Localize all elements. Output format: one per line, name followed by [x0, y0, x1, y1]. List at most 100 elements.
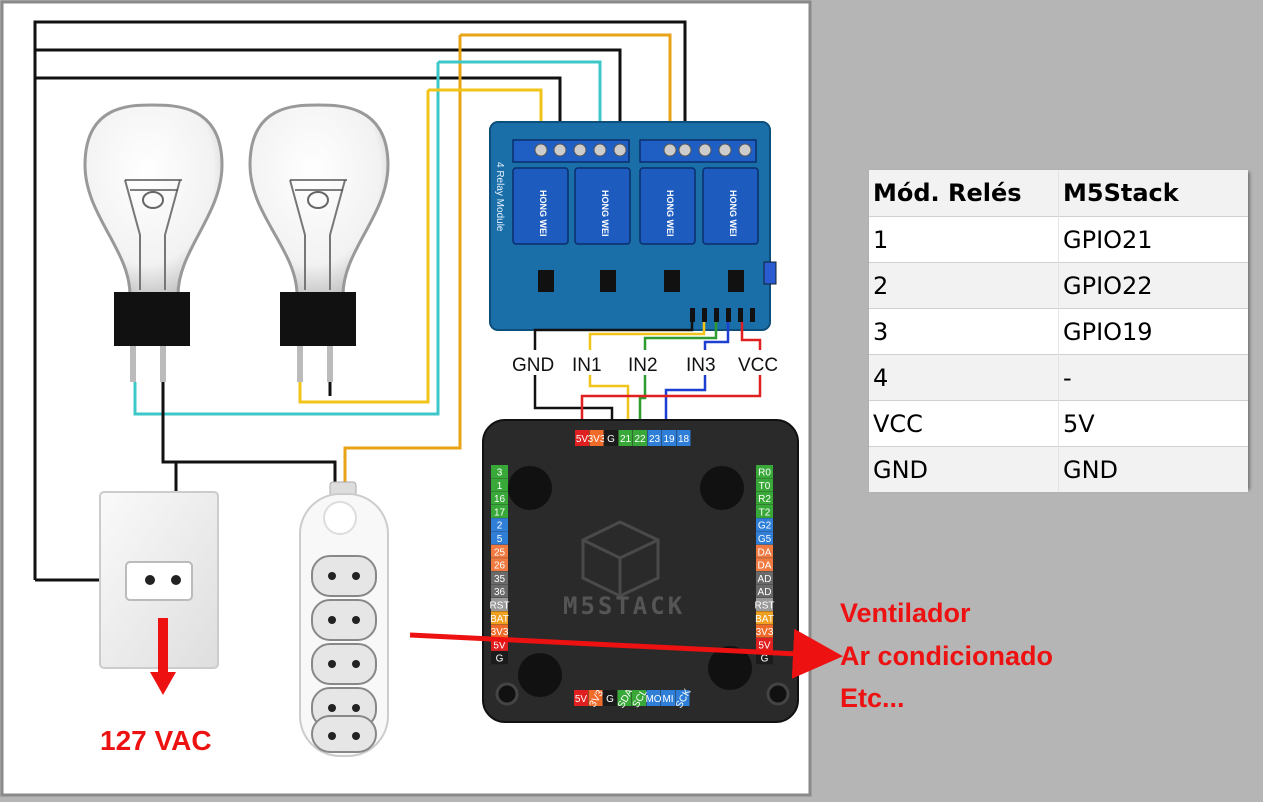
appliance-1: Ventilador [840, 598, 971, 628]
pin-left-36: 36 [491, 584, 508, 598]
svg-text:25: 25 [494, 547, 506, 558]
svg-text:1: 1 [497, 481, 503, 492]
pin-left-17: 17 [491, 504, 508, 518]
svg-text:MO: MO [645, 694, 661, 705]
wall-outlet [99, 491, 219, 669]
pin-bottom-3v3: 3V3 [588, 688, 607, 709]
svg-text:R2: R2 [758, 494, 771, 505]
pin-left-16: 16 [491, 491, 508, 505]
pin-top-19: 19 [662, 430, 676, 446]
pin-bottom-scl: SCL [631, 687, 650, 710]
cell-relay: 2 [869, 262, 1059, 309]
jumper [763, 261, 777, 285]
pin-left-26: 26 [491, 558, 508, 572]
svg-text:3V3: 3V3 [588, 434, 606, 445]
svg-text:5V: 5V [576, 434, 589, 445]
svg-text:RST: RST [490, 601, 510, 612]
pin-left-bat: BAT [490, 611, 509, 625]
svg-text:DA: DA [758, 547, 772, 558]
pin-left-2: 2 [491, 518, 508, 532]
pin-left-rst: RST [490, 598, 510, 612]
wire-label-in1: IN1 [572, 355, 602, 376]
svg-text:36: 36 [494, 587, 506, 598]
mains-wires [33, 20, 687, 582]
pin-bottom-mo: MO [645, 690, 662, 706]
svg-text:G: G [496, 654, 504, 665]
relay-2-brand: HONG WEI [600, 190, 610, 237]
pin-bottom-sck: SCK [674, 687, 694, 711]
svg-text:5V: 5V [758, 640, 771, 651]
header-relay-module: Mód. Relés [869, 170, 1059, 217]
svg-text:AD: AD [758, 587, 772, 598]
table-header-row: Mód. Relés M5Stack [869, 170, 1248, 217]
m5-logo: M5STACK [563, 592, 685, 620]
appliance-arrow [409, 628, 843, 679]
svg-text:RST: RST [755, 601, 775, 612]
pin-right-3v3: 3V3 [756, 624, 774, 638]
svg-text:5V: 5V [493, 640, 506, 651]
svg-text:21: 21 [620, 434, 632, 445]
svg-text:22: 22 [634, 434, 646, 445]
pin-right-5v: 5V [756, 637, 773, 651]
control-wires [533, 322, 762, 430]
svg-text:DA: DA [758, 561, 772, 572]
cell-m5: GND [1058, 446, 1248, 492]
down-arrow-icon [150, 618, 176, 695]
svg-text:BAT: BAT [755, 614, 774, 625]
svg-text:3V3: 3V3 [491, 627, 509, 638]
pin-right-g5: G5 [756, 531, 773, 545]
svg-text:17: 17 [494, 507, 506, 518]
pin-top-18: 18 [676, 430, 691, 446]
pin-top-21: 21 [618, 430, 633, 446]
svg-text:T0: T0 [759, 481, 771, 492]
lamp-1 [83, 103, 224, 382]
pin-right-r0: R0 [756, 465, 773, 479]
svg-text:G: G [606, 694, 614, 705]
pin-top-23: 23 [647, 430, 662, 446]
pin-right-ad: AD [756, 571, 773, 585]
svg-text:35: 35 [494, 574, 506, 585]
svg-text:BAT: BAT [490, 614, 509, 625]
m5stack-device: M5STACK [482, 419, 799, 723]
svg-text:5: 5 [497, 534, 503, 545]
svg-text:G: G [607, 434, 615, 445]
svg-text:T2: T2 [759, 507, 771, 518]
pin-right-g2: G2 [756, 518, 773, 532]
svg-text:23: 23 [649, 434, 661, 445]
svg-text:3: 3 [497, 468, 503, 479]
power-strip [299, 481, 389, 757]
pin-right-rst: RST [755, 598, 775, 612]
appliance-3: Etc... [840, 683, 905, 713]
wire-label-in2: IN2 [628, 355, 658, 376]
relay-board-label: 4 Relay Module [494, 162, 505, 232]
relay-4-brand: HONG WEI [728, 190, 738, 237]
pin-right-da: DA [756, 558, 773, 572]
pin-right-t2: T2 [756, 504, 773, 518]
pin-bottom-mi: MI [661, 690, 675, 706]
pin-top-3v3: 3V3 [588, 430, 606, 446]
svg-text:R0: R0 [758, 468, 771, 479]
cell-m5: GPIO22 [1058, 262, 1248, 309]
svg-text:AD: AD [758, 574, 772, 585]
svg-text:26: 26 [494, 561, 506, 572]
pin-left-5: 5 [491, 531, 508, 545]
cell-relay: 3 [869, 308, 1059, 355]
svg-text:5V: 5V [575, 694, 588, 705]
voltage-label: 127 VAC [100, 725, 212, 756]
cell-relay: VCC [869, 400, 1059, 447]
pin-top-22: 22 [633, 430, 647, 446]
svg-text:3V3: 3V3 [756, 627, 774, 638]
cell-m5: - [1058, 354, 1248, 401]
svg-text:MI: MI [662, 694, 673, 705]
pin-bottom-5v: 5V [574, 690, 588, 706]
wire-label-in3: IN3 [686, 355, 716, 376]
